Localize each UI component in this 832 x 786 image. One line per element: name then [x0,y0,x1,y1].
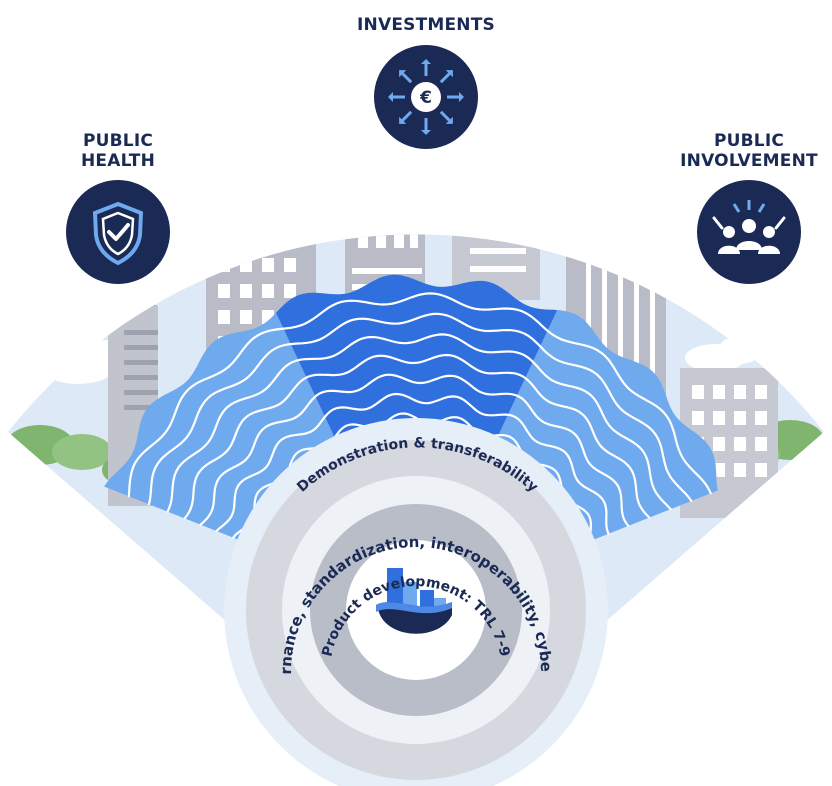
investments-group: INVESTMENTS € [357,15,495,149]
public-health-title-line1: PUBLIC [83,131,153,151]
shield-check-icon [92,201,144,266]
public-involvement-group: PUBLIC INVOLVEMENT [680,131,818,284]
svg-text:€: € [419,88,432,108]
public-involvement-title-line2: INVOLVEMENT [680,151,818,171]
euro-arrows-icon: € [388,59,464,135]
public-health-title-line2: HEALTH [81,151,155,171]
investments-title: INVESTMENTS [357,15,495,35]
city-wave-logo-icon [376,568,452,634]
demonstration-waves [104,274,718,555]
public-involvement-title-line1: PUBLIC [714,131,784,151]
public-health-group: PUBLIC HEALTH [66,131,170,284]
people-group-icon [712,200,786,254]
